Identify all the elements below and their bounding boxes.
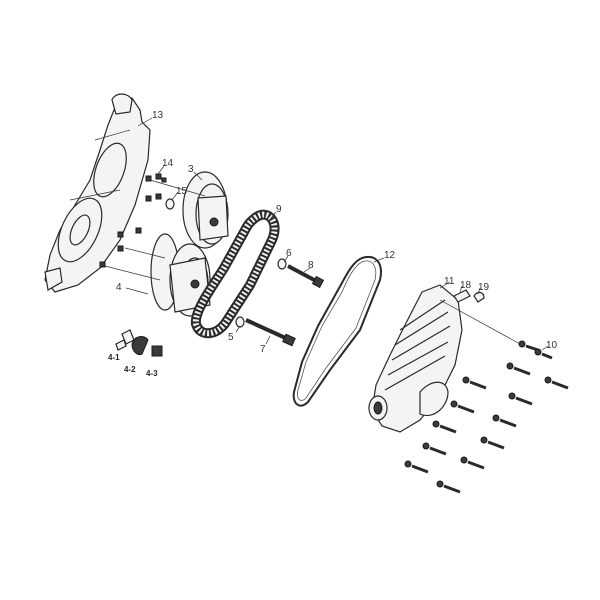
callout-labels: 13 14 15 3 4 4-1 4-2 4-3 9 6 8 5 7 12 11… [108,110,558,378]
gasket-part-12 [292,256,382,407]
callout-9: 9 [276,204,282,215]
bolt-set-part-10 [404,340,569,494]
callout-leaders [125,117,549,351]
roller-weight-part-4-1 [115,329,135,351]
slider-part-4-2 [131,336,149,355]
guide-part-4-3 [151,345,163,357]
o-ring-part-15 [165,198,175,210]
callout-4: 4 [116,282,122,293]
drive-belt-part-9 [190,209,280,339]
long-bolt-part-7 [245,318,296,347]
callout-6: 6 [286,248,292,259]
callout-8: 8 [308,260,314,271]
nut-part-5 [235,316,245,328]
callout-4-1: 4-1 [108,353,120,362]
callout-10: 10 [546,340,558,351]
clip-part-18 [453,289,471,303]
bolt-part-8 [287,264,325,289]
driven-pulley-part-3 [182,171,229,249]
callout-5: 5 [228,332,234,343]
clip-part-19 [473,291,485,303]
callout-18: 18 [460,280,472,291]
callout-15: 15 [176,186,188,197]
callout-14: 14 [162,158,174,169]
callout-11: 11 [444,276,455,287]
callout-4-2: 4-2 [124,365,136,374]
outer-cover-part-11 [368,284,463,433]
callout-13: 13 [152,110,164,121]
callout-4-3: 4-3 [146,369,158,378]
inner-cover-part-13 [44,93,151,293]
callout-12: 12 [384,250,396,261]
callout-3: 3 [188,164,194,175]
assembly-axis-lines [104,179,521,345]
stud-set-part-14 [99,173,167,268]
callout-7: 7 [260,344,266,355]
callout-19: 19 [478,282,490,293]
